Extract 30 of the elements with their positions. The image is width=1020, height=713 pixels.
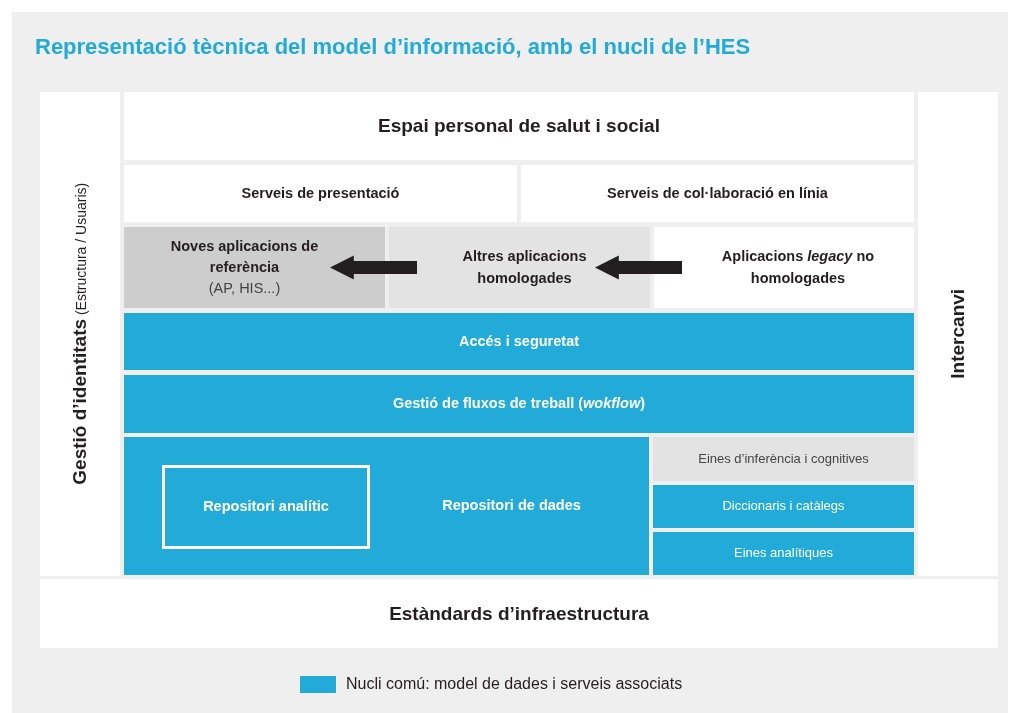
layer-box (389, 227, 650, 308)
core-layer-box (124, 375, 914, 433)
layer-note: (AP, HIS...) (208, 279, 281, 298)
core-layer-box (653, 485, 914, 528)
layer-label: Serveis de col·laboració en línia (607, 184, 828, 203)
layer-label: Altres aplicacions homologades (461, 247, 588, 288)
layer-label: Repositori de dades (442, 496, 581, 516)
layer-label: Eines d’inferència i cognitives (698, 449, 869, 468)
layer-box (654, 227, 914, 308)
layer-label: Espai personal de salut i social (378, 114, 660, 139)
core-layer-box (162, 465, 370, 549)
layer-label: Eines analítiques (734, 544, 833, 563)
layer-label: Diccionaris i catàlegs (722, 497, 845, 516)
block-arrow (594, 255, 682, 280)
core-layer-box (124, 437, 649, 575)
legend-label: Nucli comú: model de dades i serveis associats (346, 675, 683, 693)
layer-label: Gestió de fluxos de treball (wokflow) (392, 394, 646, 414)
core-layer-box (124, 313, 914, 370)
column-label: Intercanvi (946, 289, 970, 379)
layer-label: Repositori analític (203, 497, 329, 517)
layer-label: Accés i seguretat (458, 332, 580, 351)
layer-box (124, 227, 385, 308)
block-arrow (329, 255, 417, 280)
layer-label: Aplicacions legacy no homologades (720, 247, 876, 288)
layer-label: Serveis de presentació (241, 184, 400, 203)
diagram-title: Representació tècnica del model d’informació, amb el nucli de l’HES (35, 34, 751, 60)
layer-label: Estàndards d’infraestructura (389, 601, 649, 626)
layer-label: Noves aplicacions de referència (169, 236, 320, 277)
core-layer-box (653, 532, 914, 575)
column-label: Gestió d’identitats (Estructura / Usuaris) (68, 183, 92, 485)
